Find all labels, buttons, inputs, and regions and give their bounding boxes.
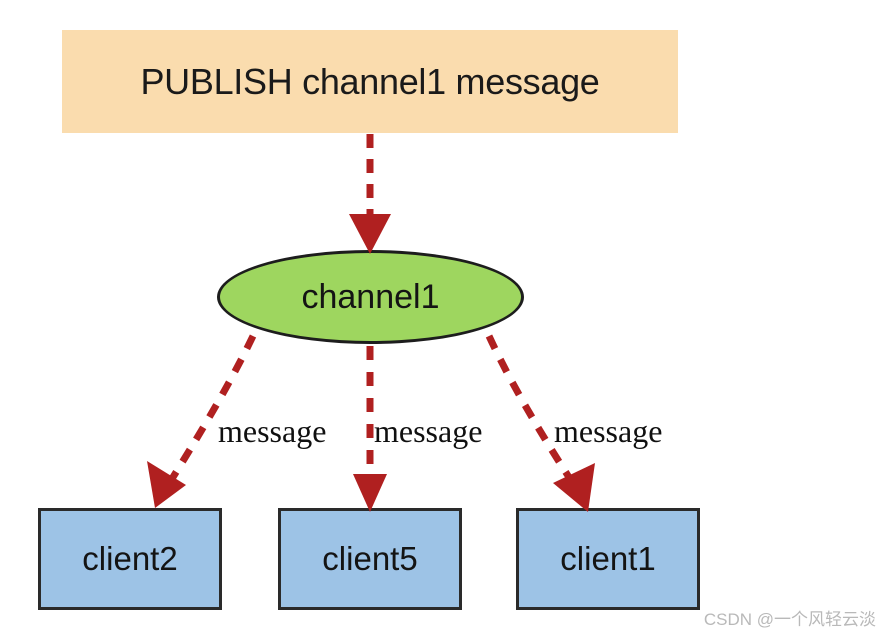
publish-command-text: PUBLISH channel1 message [140, 60, 600, 102]
client-node-client1: client1 [516, 508, 700, 610]
edge-label-message-center: message [374, 413, 483, 449]
client-node-client2: client2 [38, 508, 222, 610]
client-node-label: client2 [82, 540, 178, 577]
client-node-label: client5 [322, 540, 418, 577]
arrow-publish-to-channel [349, 134, 391, 254]
channel-node: channel1 [217, 250, 524, 344]
edge-label-message-right: message [554, 413, 663, 449]
edge-label-message-left: message [218, 413, 327, 449]
publish-command-banner: PUBLISH channel1 message [62, 30, 678, 133]
client-node-label: client1 [560, 540, 656, 577]
channel-node-label: channel1 [301, 277, 440, 316]
client-node-client5: client5 [278, 508, 462, 610]
csdn-watermark: CSDN @一个风轻云淡 [703, 610, 876, 629]
